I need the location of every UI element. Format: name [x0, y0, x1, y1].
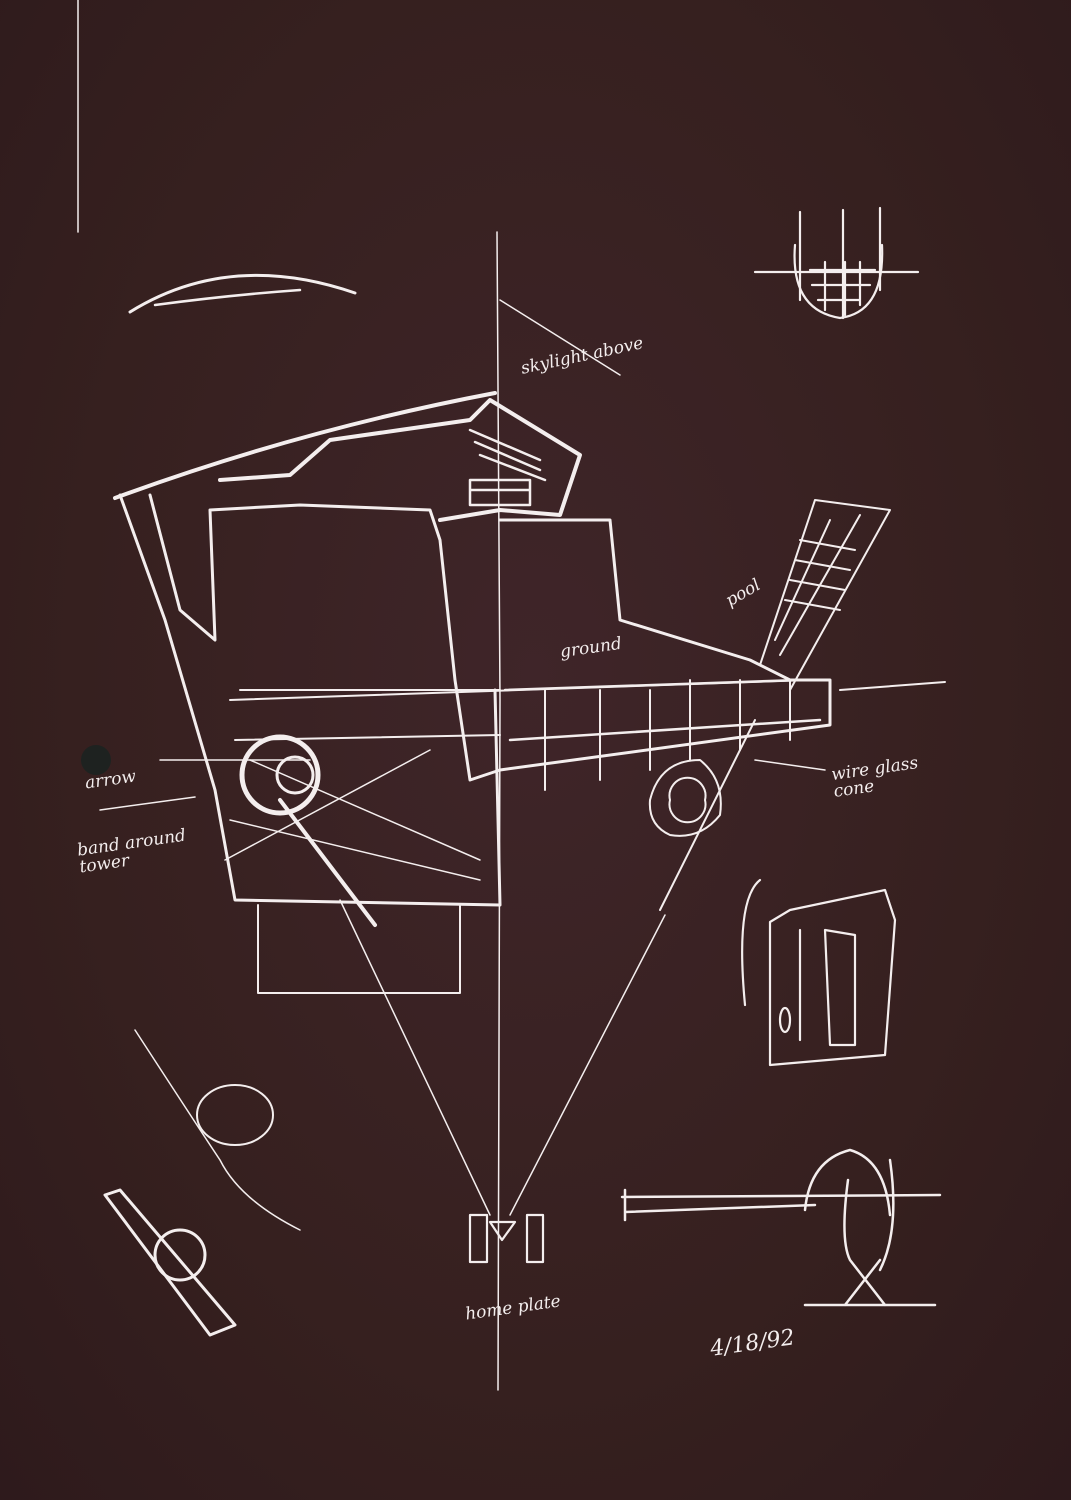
arc-sketch: [128, 273, 357, 314]
center-axis: [496, 231, 501, 1391]
home-plate-sketch: [468, 1213, 545, 1264]
sight-lines: [339, 899, 666, 1216]
punch-hole: [81, 745, 111, 775]
elevation-sketch: [753, 206, 920, 320]
section-sketch: [620, 1148, 942, 1307]
tower-perspective: [741, 878, 897, 1067]
site-sketch: [103, 1029, 301, 1337]
floor-plan: [99, 299, 946, 994]
